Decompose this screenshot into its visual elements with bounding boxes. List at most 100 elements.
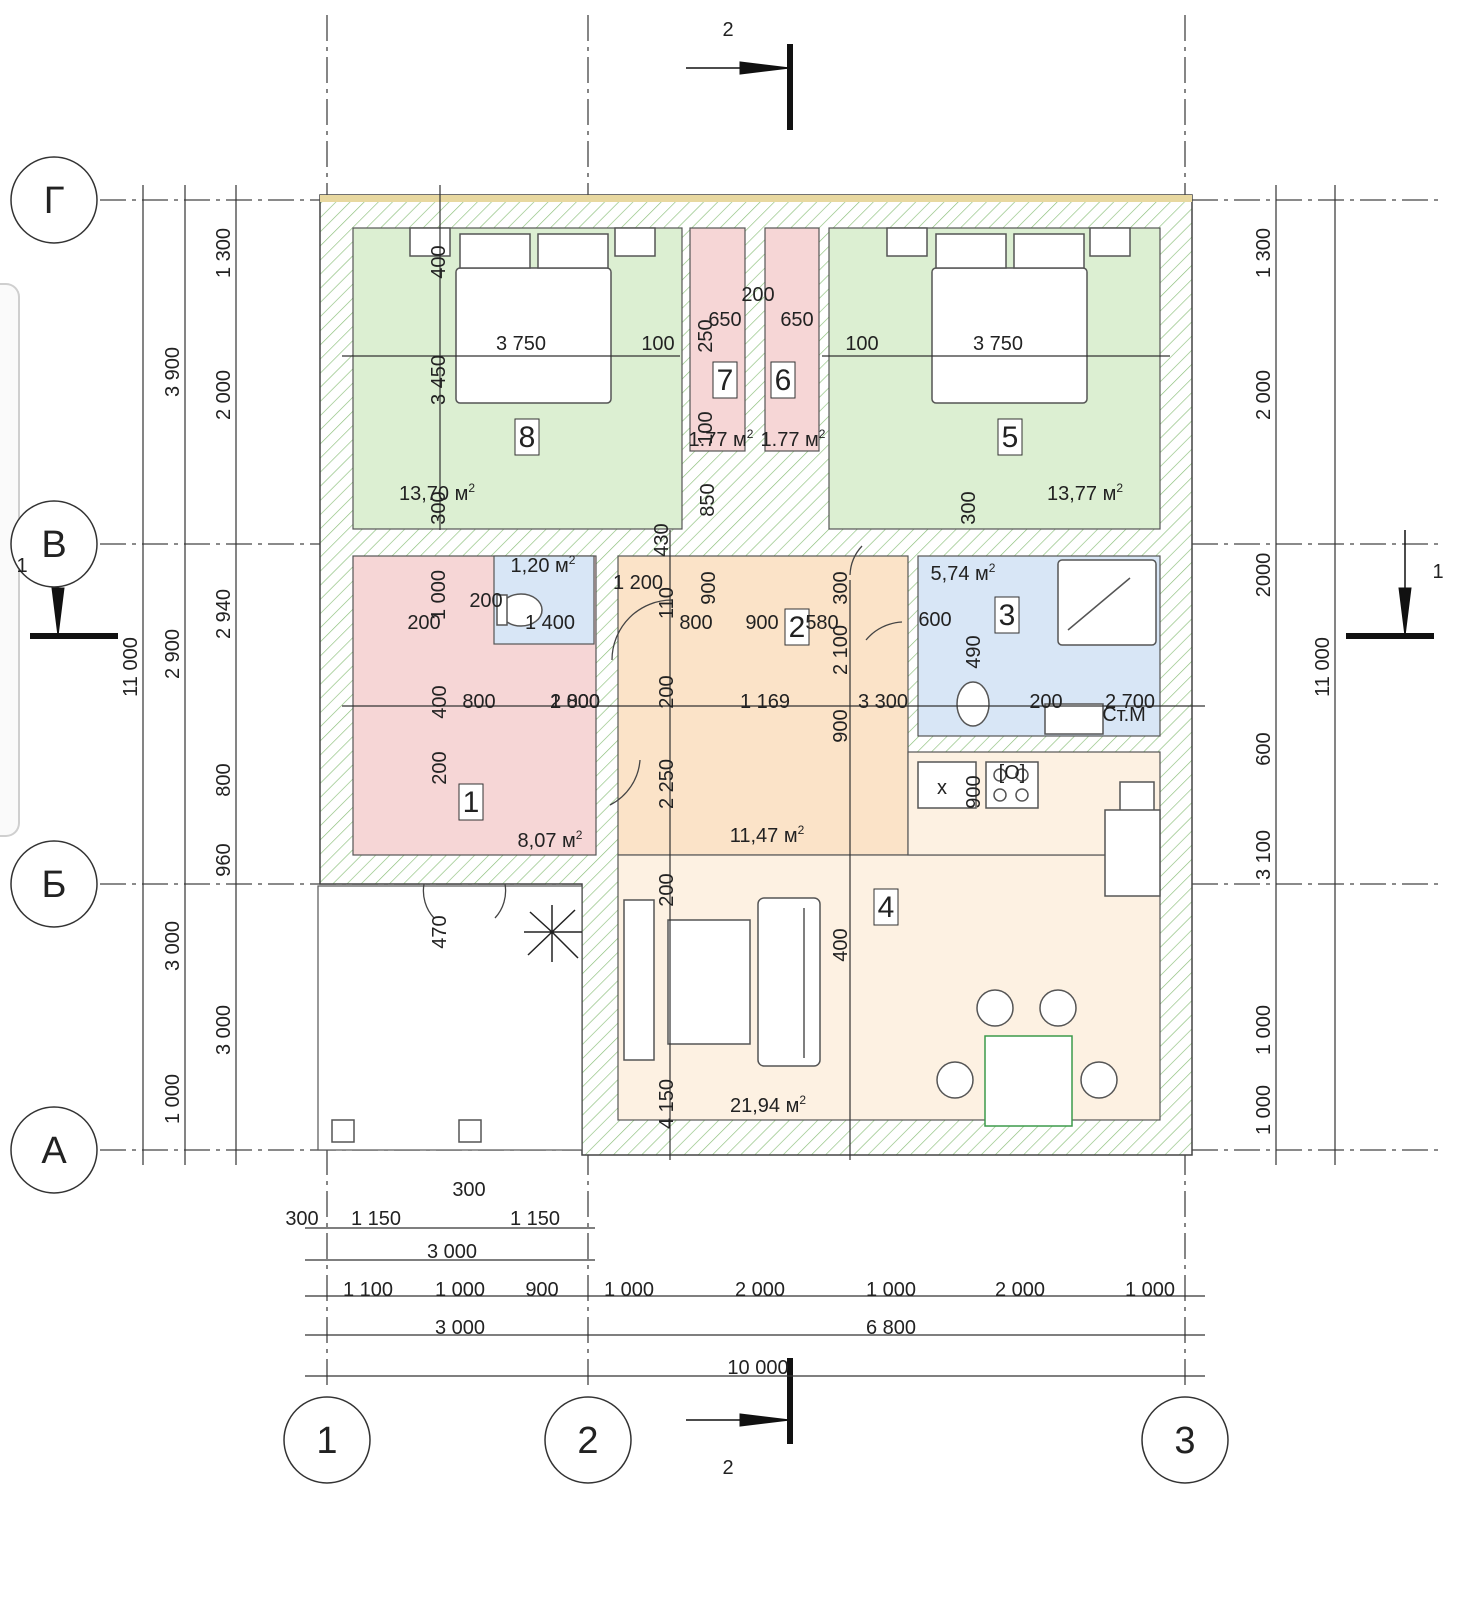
dimension-left: 2 900 — [162, 629, 184, 679]
grid-col-label: 1 — [316, 1420, 337, 1462]
room-area: 11,47 м2 — [730, 823, 805, 847]
grid-col-label: 3 — [1174, 1420, 1195, 1462]
room-area: 13,77 м2 — [1047, 481, 1123, 505]
dimension-inner: 600 — [918, 609, 951, 631]
dimension-bottom: 300 — [285, 1208, 318, 1230]
dimension-inner: 430 — [651, 523, 673, 556]
dimension-inner: 900 — [745, 612, 778, 634]
plant-icon — [524, 905, 582, 962]
dimension-inner: 3 750 — [496, 333, 546, 355]
dimension-left: 11 000 — [120, 637, 142, 697]
dimension-left: 800 — [213, 763, 235, 796]
section-mark-bottom: 2 — [722, 1457, 733, 1479]
room-number-box — [458, 783, 484, 821]
dimension-inner: 900 — [830, 709, 852, 742]
dimension-inner: 300 — [830, 571, 852, 604]
grid-row-label: В — [41, 524, 66, 566]
dimension-left: 1 300 — [213, 228, 235, 278]
dimension-inner: 650 — [780, 309, 813, 331]
room-area: 1.77 м2 — [689, 427, 754, 451]
dimension-inner: 800 — [679, 612, 712, 634]
room-number: 6 — [775, 364, 792, 397]
grid-row-bubble — [10, 1106, 98, 1194]
dimension-right: 600 — [1253, 732, 1275, 765]
grid-row-label: Г — [44, 180, 65, 222]
dimension-bottom: 10 000 — [727, 1357, 788, 1379]
dimension-inner: 470 — [429, 915, 451, 948]
doors — [422, 545, 903, 919]
dimension-left: 2 940 — [213, 589, 235, 639]
dimension-inner: 100 — [641, 333, 674, 355]
dimension-right: 1 300 — [1253, 228, 1275, 278]
dimension-inner: 200 — [741, 284, 774, 306]
dimension-bottom: 1 000 — [866, 1279, 916, 1301]
dimension-inner: 400 — [830, 928, 852, 961]
room-number-box — [873, 888, 899, 926]
dimension-left: 1 000 — [162, 1074, 184, 1124]
dimension-inner: 1 169 — [740, 691, 790, 713]
room-number-box — [784, 608, 810, 646]
stove-mark: [O] — [999, 762, 1026, 784]
dimension-bottom: 3 000 — [435, 1317, 485, 1339]
dimension-inner: 3 750 — [973, 333, 1023, 355]
dimension-inner: 400 — [428, 245, 450, 278]
grid-col-bubble — [544, 1396, 632, 1484]
dimension-bottom: 1 000 — [1125, 1279, 1175, 1301]
dimension-inner: 200 — [656, 675, 678, 708]
dimension-left: 3 900 — [162, 347, 184, 397]
dimension-bottom: 1 100 — [343, 1279, 393, 1301]
dimension-inner: 2 250 — [656, 759, 678, 809]
dimension-right: 1 000 — [1253, 1085, 1275, 1135]
dimension-inner: 110 — [656, 587, 678, 619]
dimension-inner: 650 — [708, 309, 741, 331]
section-mark-right: 1 — [1432, 561, 1443, 583]
section-mark-left: 1 — [16, 555, 27, 577]
room-number: 3 — [999, 599, 1016, 632]
dimension-left: 960 — [213, 843, 235, 876]
dimension-inner: 250 — [695, 319, 717, 352]
dimension-inner: 490 — [963, 635, 985, 668]
dimension-left: 2 000 — [213, 370, 235, 420]
grid-row-bubble — [10, 500, 98, 588]
kitchen-mark: x — [937, 777, 947, 799]
dimension-bottom: 3 000 — [427, 1241, 477, 1263]
room-number-box — [770, 361, 796, 399]
grid-row-bubble — [10, 156, 98, 244]
dimension-inner: 900 — [963, 775, 985, 808]
dimension-right: 3 100 — [1253, 830, 1275, 880]
dimension-inner: 3 300 — [858, 691, 908, 713]
section-mark-top: 2 — [722, 19, 733, 41]
dimension-inner: 1 200 — [613, 572, 663, 594]
dimension-inner: 400 — [429, 685, 451, 718]
room-number: 1 — [463, 786, 480, 819]
dimension-inner: 300 — [428, 491, 450, 524]
dimension-inner: 100 — [695, 411, 717, 444]
room-number-box — [997, 418, 1023, 456]
dimension-bottom: 2 000 — [735, 1279, 785, 1301]
dimension-inner: 2 700 — [1105, 691, 1155, 713]
room-area: 8,07 м2 — [518, 828, 583, 852]
dimension-inner: 850 — [697, 483, 719, 516]
dimension-left: 3 000 — [213, 1005, 235, 1055]
room-area: 5,74 м2 — [931, 561, 996, 585]
dimension-inner: 580 — [805, 612, 838, 634]
furniture — [331, 227, 1161, 1143]
washing-machine-label: Ст.М — [1102, 704, 1146, 726]
grid-col-bubble — [1141, 1396, 1229, 1484]
dimension-bottom: 6 800 — [866, 1317, 916, 1339]
room-number-box — [712, 361, 738, 399]
dimension-inner: 1 400 — [525, 612, 575, 634]
dimension-bottom: 900 — [525, 1279, 558, 1301]
room-number: 4 — [878, 891, 895, 924]
room-number-box — [514, 418, 540, 456]
room-area: 1.77 м2 — [761, 427, 826, 451]
dimension-right: 1 000 — [1253, 1005, 1275, 1055]
room-number-box — [994, 596, 1020, 634]
grid-row-label: А — [41, 1130, 67, 1172]
grid-row-bubble — [10, 840, 98, 928]
dimension-bottom: 2 000 — [995, 1279, 1045, 1301]
dimension-inner: 2 800 — [550, 691, 600, 713]
room-number: 8 — [519, 421, 536, 454]
grid-col-bubble — [283, 1396, 371, 1484]
